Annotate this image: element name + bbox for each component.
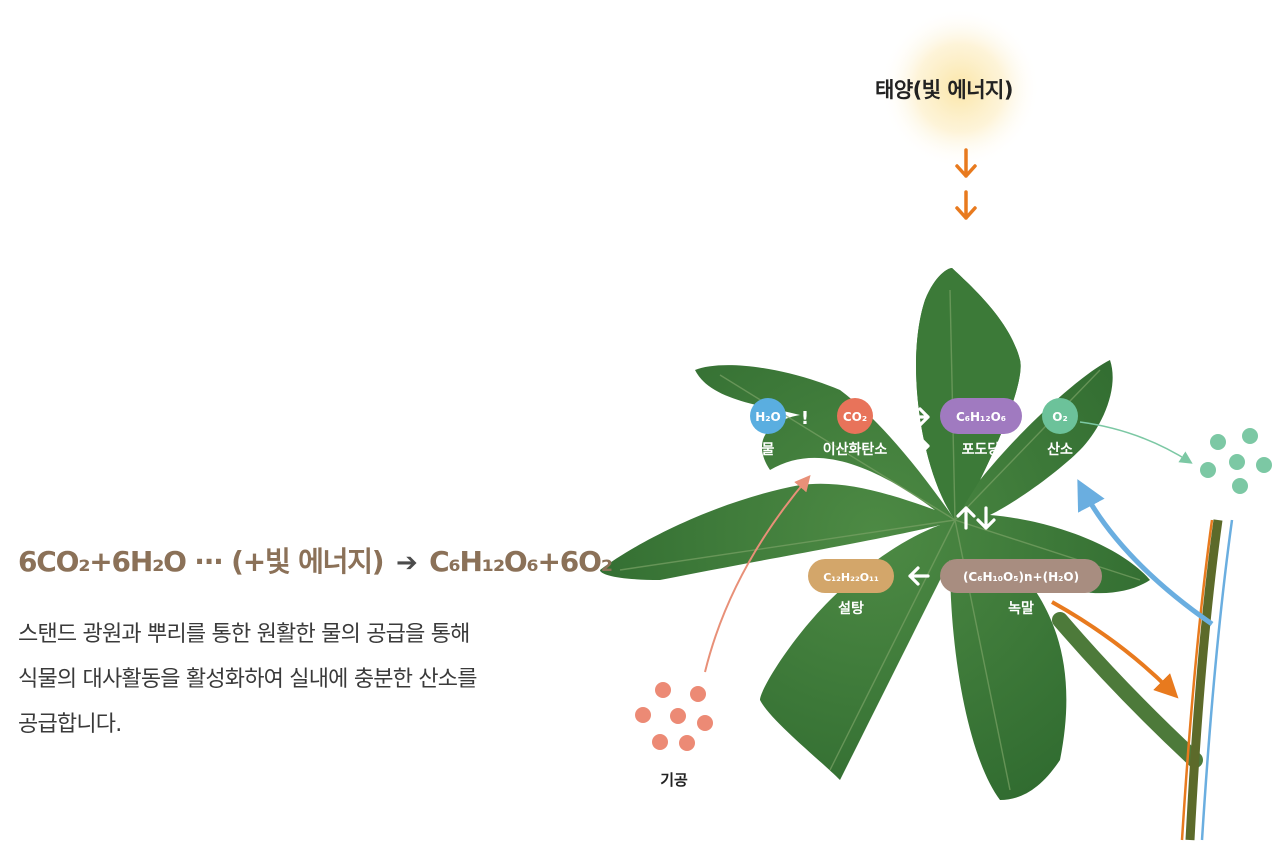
molecule-water-name: 물: [762, 442, 775, 458]
description-line-2: 식물의 대사활동을 활성화하여 실내에 충분한 산소를: [18, 667, 477, 692]
oxygen-particles: [1200, 428, 1272, 494]
molecule-co2: CO₂ 이산화탄소: [823, 398, 888, 458]
molecule-sucrose-formula: C₁₂H₂₂O₁₁: [823, 571, 879, 584]
formula-rhs: C₆H₁₂O₆+6O₂: [429, 545, 613, 578]
molecule-oxygen-name: 산소: [1047, 441, 1073, 458]
sun-arrows: [955, 148, 977, 220]
molecule-water-formula: H₂O: [755, 410, 781, 424]
sun-glow: [880, 8, 1040, 168]
separator-2: !: [1024, 408, 1032, 429]
molecule-oxygen-formula: O₂: [1052, 410, 1067, 424]
molecule-starch: (C₆H₁₀O₅)n+(H₂O) 녹말: [940, 559, 1102, 617]
molecule-glucose: C₆H₁₂O₆ 포도당: [940, 398, 1022, 458]
molecule-glucose-name: 포도당: [962, 441, 1001, 458]
description-line-1: 스탠드 광원과 뿌리를 통한 원활한 물의 공급을 통해: [18, 622, 470, 647]
stomata-particles: [635, 682, 713, 751]
stomata-co2-arrow: [704, 474, 811, 673]
molecule-water: H₂O 물: [750, 398, 786, 458]
molecule-glucose-formula: C₆H₁₂O₆: [956, 410, 1006, 424]
molecule-sucrose-name: 설탕: [838, 600, 864, 617]
formula-arrow: ➔: [395, 548, 418, 578]
photosynthesis-formula: 6CO₂+6H₂O ··· (+빛 에너지) ➔ C₆H₁₂O₆+6O₂: [18, 540, 613, 580]
sun-label: 태양(빛 에너지): [875, 78, 1013, 102]
starch-transport-arrow: [1051, 600, 1179, 699]
reaction-arrows: [904, 407, 996, 586]
description-line-3: 공급합니다.: [18, 712, 122, 737]
molecule-starch-formula: (C₆H₁₀O₅)n+(H₂O): [963, 570, 1079, 584]
molecule-co2-name: 이산화탄소: [823, 441, 888, 458]
oxygen-release-arrow: [1079, 421, 1193, 464]
separator-1: !: [801, 408, 809, 429]
plant-stem: [1052, 519, 1234, 841]
stomata-label: 기공: [660, 771, 688, 789]
description: 스탠드 광원과 뿌리를 통한 원활한 물의 공급을 통해 식물의 대사활동을 활…: [18, 612, 598, 747]
molecule-oxygen: O₂ 산소: [1042, 398, 1078, 458]
water-transport-arrow: [1077, 479, 1214, 627]
formula-lhs: 6CO₂+6H₂O ··· (+빛 에너지): [18, 545, 385, 578]
molecule-sucrose: C₁₂H₂₂O₁₁ 설탕: [808, 559, 894, 617]
molecule-starch-name: 녹말: [1008, 601, 1034, 617]
molecule-co2-formula: CO₂: [843, 410, 867, 424]
